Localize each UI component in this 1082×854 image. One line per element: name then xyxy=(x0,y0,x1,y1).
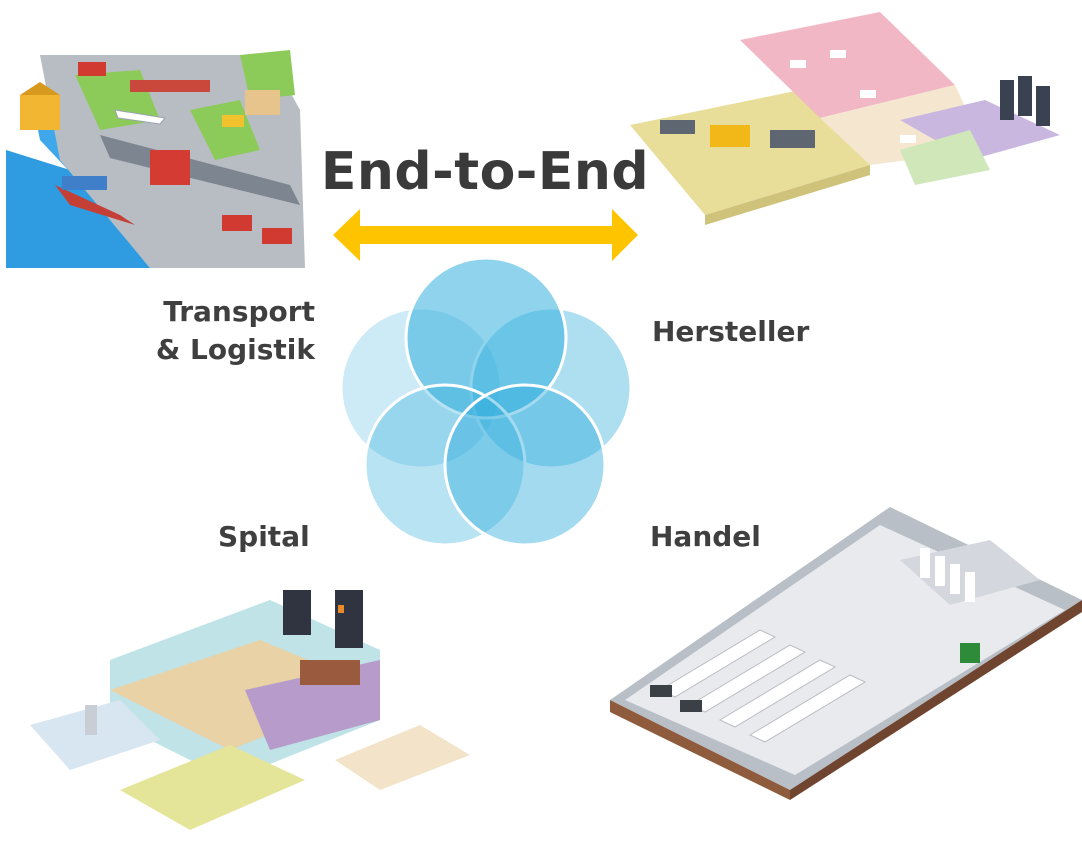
page-title: End-to-End xyxy=(320,142,650,202)
transport-label-line2: & Logistik xyxy=(155,333,315,366)
retail-store-scene-icon xyxy=(610,507,1082,800)
end-to-end-arrow xyxy=(333,209,638,261)
handel-label: Handel xyxy=(650,520,761,553)
spital-label: Spital xyxy=(218,520,310,553)
hersteller-label: Hersteller xyxy=(652,315,810,348)
transport-label-line1: Transport xyxy=(163,295,315,328)
hospital-scene-icon xyxy=(30,590,470,830)
venn-circles xyxy=(339,256,633,547)
transport-logistics-label: Transport & Logistik xyxy=(150,293,315,369)
logistics-scene-icon xyxy=(6,50,305,268)
factory-scene-icon xyxy=(630,12,1060,225)
